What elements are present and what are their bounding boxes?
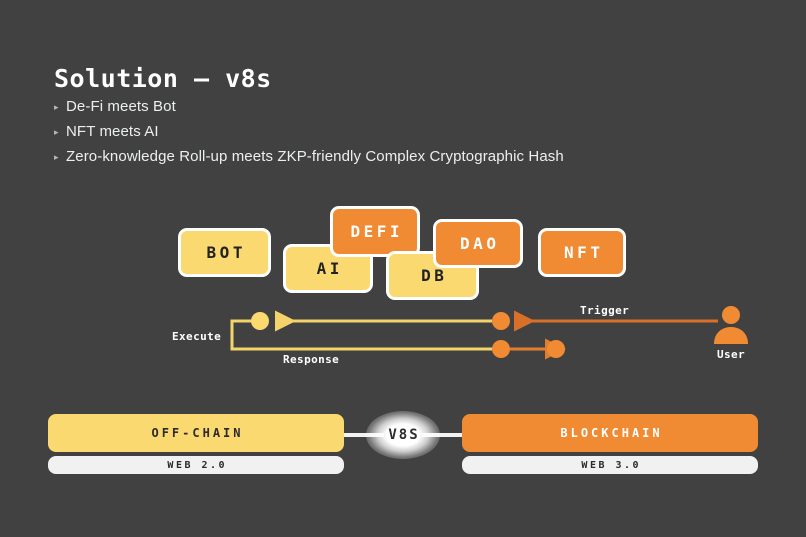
user-label: User xyxy=(716,348,746,361)
tech-chip-nft: NFT xyxy=(538,228,626,277)
response-node-right xyxy=(547,340,565,358)
user-icon xyxy=(714,306,748,344)
offchain-bar: OFF-CHAIN xyxy=(48,414,344,452)
bullet-triangle-icon: ▸ xyxy=(54,102,59,112)
execute-node xyxy=(251,312,269,330)
trigger-label: Trigger xyxy=(580,304,630,317)
web2-subbar: WEB 2.0 xyxy=(48,456,344,474)
bullet-list: ▸ De-Fi meets Bot ▸ NFT meets AI ▸ Zero-… xyxy=(54,98,754,173)
bullet-text: NFT meets AI xyxy=(66,123,159,140)
tech-chip-db: DB xyxy=(386,251,479,300)
execute-bracket xyxy=(230,319,492,351)
v8s-glow xyxy=(366,411,440,459)
blockchain-bar: BLOCKCHAIN xyxy=(462,414,758,452)
list-item: ▸ NFT meets AI xyxy=(54,123,754,147)
tech-chip-dao: DAO xyxy=(433,219,523,268)
connector-line-right xyxy=(422,433,462,437)
web3-subbar: WEB 3.0 xyxy=(462,456,758,474)
tech-chip-bot: BOT xyxy=(178,228,271,277)
bullet-triangle-icon: ▸ xyxy=(54,127,59,137)
bullet-text: De-Fi meets Bot xyxy=(66,98,176,115)
response-node-left xyxy=(492,340,510,358)
connector-line-left xyxy=(344,433,384,437)
v8s-connector-label: V8S xyxy=(388,427,420,443)
execute-label: Execute xyxy=(172,330,222,343)
bullet-triangle-icon: ▸ xyxy=(54,152,59,162)
tech-chip-defi: DEFI xyxy=(330,206,420,257)
list-item: ▸ Zero-knowledge Roll-up meets ZKP-frien… xyxy=(54,148,754,172)
list-item: ▸ De-Fi meets Bot xyxy=(54,98,754,122)
trigger-node xyxy=(492,312,510,330)
page-title: Solution — v8s xyxy=(54,64,272,93)
bullet-text: Zero-knowledge Roll-up meets ZKP-friendl… xyxy=(66,148,564,165)
response-label: Response xyxy=(283,353,340,366)
